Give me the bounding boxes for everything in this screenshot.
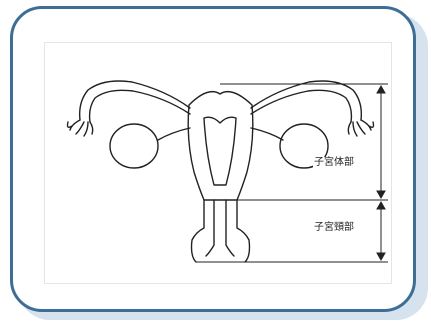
left-fimbriae xyxy=(68,120,93,136)
uterus-illustration xyxy=(68,81,374,262)
uterine-cavity xyxy=(204,117,236,185)
uterine-body-outline xyxy=(188,92,253,200)
right-fallopian-tube xyxy=(251,81,361,122)
left-ovarian-ligament xyxy=(158,128,190,140)
right-ovarian-ligament xyxy=(251,128,283,140)
left-ovary xyxy=(110,124,158,168)
cervix-outline xyxy=(192,200,250,262)
double-arrow-icon xyxy=(377,202,385,260)
double-arrow-icon xyxy=(377,86,385,198)
cervical-canal xyxy=(206,200,234,256)
right-fimbriae xyxy=(348,120,373,136)
cervix-label: 子宮頸部 xyxy=(313,222,355,234)
left-fallopian-tube xyxy=(80,81,190,122)
uterine-body-label: 子宮体部 xyxy=(313,157,355,169)
